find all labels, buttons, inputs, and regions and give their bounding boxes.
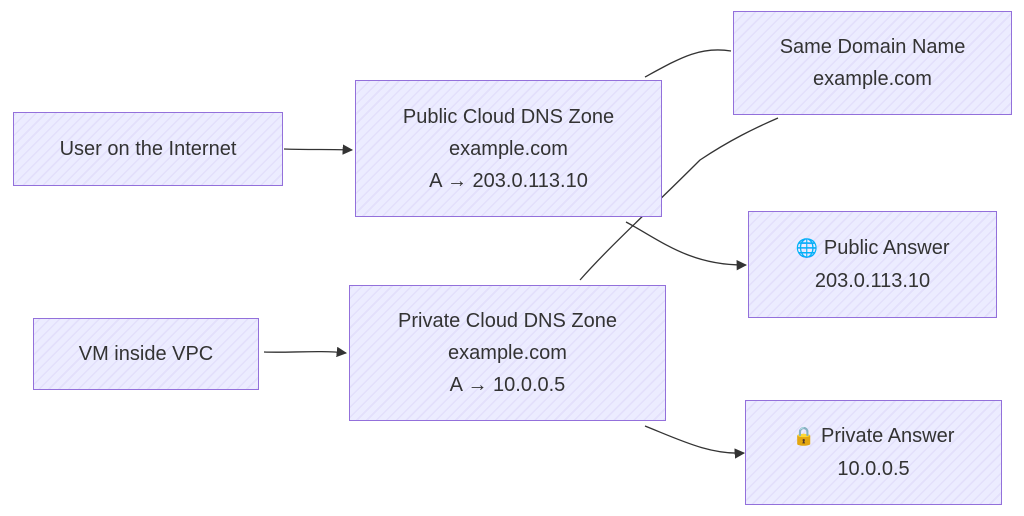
lock-icon: 🔒 <box>792 426 816 447</box>
answer-value: 10.0.0.5 <box>837 458 910 480</box>
node-user-on-internet: User on the Internet <box>13 112 283 186</box>
node-public-dns-zone: Public Cloud DNS Zone example.com A → 20… <box>355 80 662 217</box>
edge-user-to-public-zone <box>283 144 354 155</box>
node-vm-inside-vpc: VM inside VPC <box>33 318 259 390</box>
zone-title: Public Cloud DNS Zone <box>402 105 615 128</box>
node-public-answer: 🌐Public Answer 203.0.113.10 <box>748 211 997 318</box>
edge-vm-to-private-zone <box>263 346 348 358</box>
zone-record: A → 10.0.0.5 <box>449 374 566 396</box>
edge-private-zone-to-private-answer <box>644 425 746 459</box>
link-private-zone-to-same-domain <box>579 117 779 281</box>
node-title: Same Domain Name <box>779 36 966 58</box>
zone-domain: example.com <box>449 137 568 160</box>
node-label: User on the Internet <box>59 138 237 160</box>
node-label: VM inside VPC <box>78 343 214 365</box>
answer-value: 203.0.113.10 <box>814 270 931 292</box>
link-public-zone-to-same-domain <box>644 49 732 78</box>
answer-title: 🔒Private Answer <box>793 420 955 453</box>
node-domain: example.com <box>813 68 932 90</box>
zone-domain: example.com <box>448 342 567 364</box>
globe-icon: 🌐 <box>795 238 818 259</box>
answer-title: 🌐Public Answer <box>795 232 949 265</box>
node-private-answer: 🔒Private Answer 10.0.0.5 <box>745 400 1002 505</box>
zone-record: A → 203.0.113.10 <box>429 169 588 192</box>
zone-title: Private Cloud DNS Zone <box>398 310 617 332</box>
edge-public-zone-to-public-answer <box>625 221 748 271</box>
node-same-domain-name: Same Domain Name example.com <box>733 11 1012 115</box>
answer-label: Public Answer <box>823 237 950 259</box>
answer-label: Private Answer <box>821 425 955 447</box>
node-private-dns-zone: Private Cloud DNS Zone example.com A → 1… <box>349 285 666 421</box>
